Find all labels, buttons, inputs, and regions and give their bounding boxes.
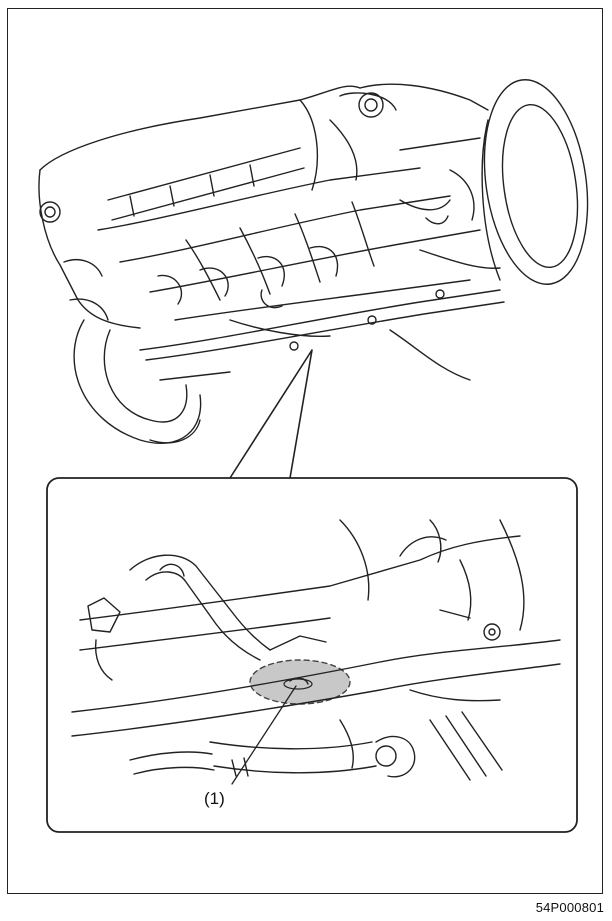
front-tire [73,319,202,444]
detail-inset [46,477,578,833]
undercover-detail [71,519,561,781]
callout-pointer [229,349,313,480]
diagram-frame [7,8,603,894]
callout-leader-line [231,685,297,785]
rear-tire [481,79,589,285]
vehicle-underbody-overview [38,79,589,444]
callout-label-1: (1) [204,789,225,808]
figure-id: 54P000801 [535,900,604,915]
